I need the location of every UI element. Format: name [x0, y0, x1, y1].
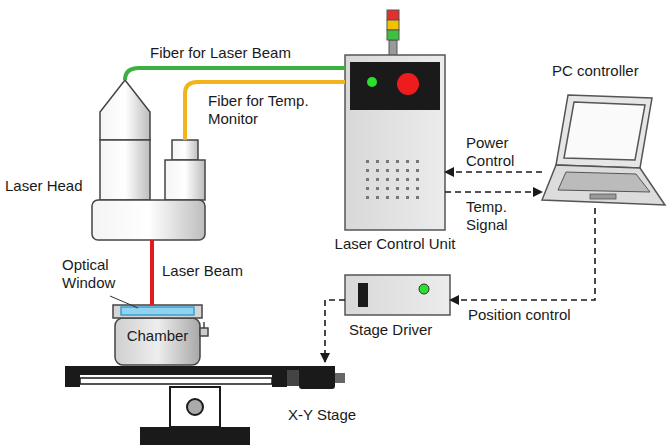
vent-hole — [406, 160, 409, 163]
vent-hole — [386, 178, 389, 181]
vent-hole — [386, 187, 389, 190]
component-node: X-Y Stage — [60, 362, 350, 445]
vent-hole — [406, 169, 409, 172]
vent-hole — [386, 196, 389, 199]
vent-hole — [406, 196, 409, 199]
connector — [185, 82, 345, 140]
part-label: Optical Window — [62, 256, 142, 292]
vent-hole — [416, 196, 419, 199]
component-label: Chamber — [127, 327, 189, 345]
control-unit-figure — [345, 10, 445, 230]
connector-label: Power Control — [466, 134, 538, 170]
stage-driver-figure — [345, 275, 450, 315]
connector — [445, 171, 542, 173]
component-node: Laser Head — [92, 80, 205, 240]
chamber-figure — [113, 305, 208, 365]
laser-head-figure — [92, 80, 205, 240]
component-label: PC controller — [552, 62, 639, 80]
connector — [445, 191, 542, 193]
vent-hole — [386, 169, 389, 172]
component-node: PC controller — [542, 92, 665, 208]
vent-hole — [366, 196, 369, 199]
connector-label: Fiber for Temp. Monitor — [208, 92, 318, 128]
component-label: Stage Driver — [349, 321, 432, 339]
vent-hole — [406, 187, 409, 190]
connector — [325, 300, 345, 362]
connector — [125, 68, 345, 80]
laptop-figure — [542, 95, 665, 205]
vent-hole — [396, 178, 399, 181]
vent-hole — [376, 187, 379, 190]
vent-hole — [366, 178, 369, 181]
connector — [150, 240, 154, 305]
connector-label: Temp. Signal — [466, 198, 538, 234]
vent-hole — [366, 187, 369, 190]
component-label: Laser Control Unit — [335, 235, 456, 253]
vent-hole — [396, 160, 399, 163]
connector-label: Laser Beam — [162, 262, 243, 280]
vent-hole — [416, 169, 419, 172]
vent-hole — [376, 196, 379, 199]
vent-hole — [416, 178, 419, 181]
vent-hole — [366, 160, 369, 163]
vent-hole — [406, 178, 409, 181]
component-label: Laser Head — [5, 177, 83, 195]
vent-hole — [366, 169, 369, 172]
vent-hole — [416, 160, 419, 163]
vent-hole — [376, 169, 379, 172]
vent-hole — [376, 160, 379, 163]
component-node: Chamber — [113, 305, 202, 365]
vent-hole — [386, 160, 389, 163]
vent-hole — [396, 169, 399, 172]
component-node: Laser Control Unit — [345, 55, 445, 230]
xy-stage-figure — [65, 366, 345, 445]
vent-hole — [396, 187, 399, 190]
component-label: X-Y Stage — [288, 406, 356, 424]
vent-hole — [416, 187, 419, 190]
connector-label: Position control — [468, 306, 571, 324]
component-node: Stage Driver — [345, 275, 450, 315]
vent-hole — [396, 196, 399, 199]
leader-line — [110, 296, 138, 308]
vent-hole — [376, 178, 379, 181]
connector-label: Fiber for Laser Beam — [150, 44, 291, 62]
